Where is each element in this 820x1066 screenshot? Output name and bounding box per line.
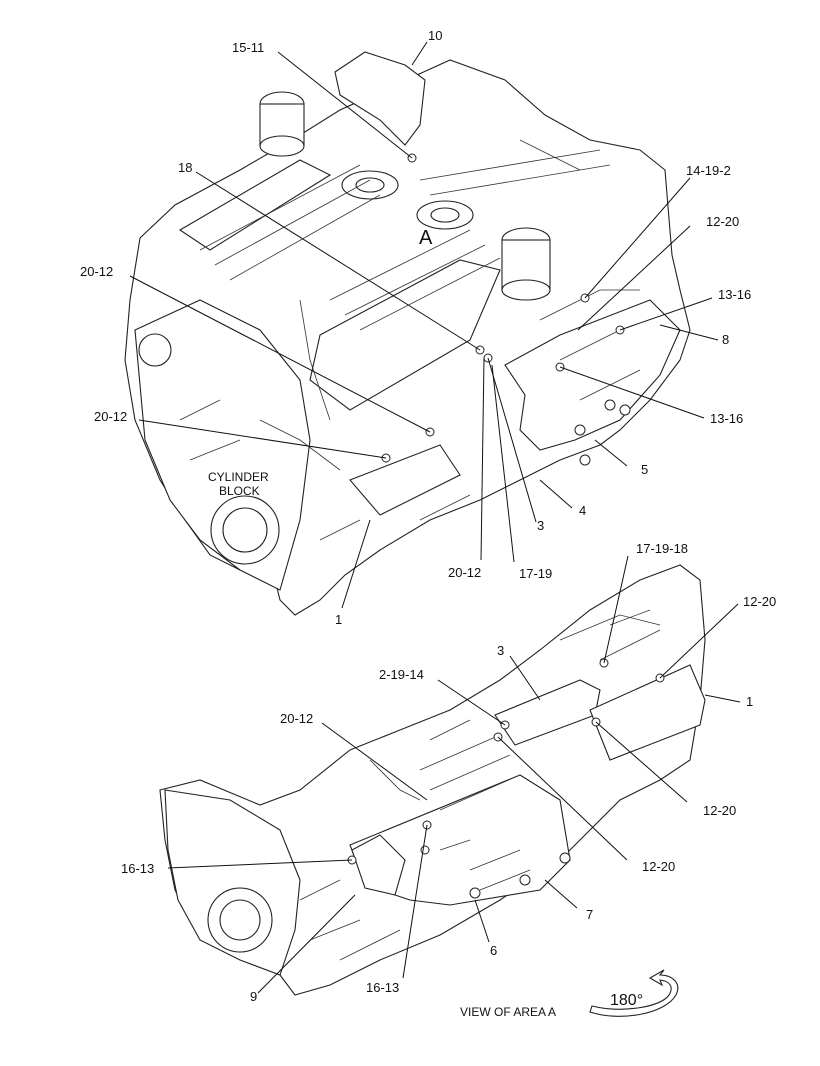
callout-5: 5 <box>641 462 648 477</box>
upper-valve-cover-left <box>178 159 332 251</box>
callout-9: 9 <box>250 989 257 1004</box>
callout-1-upper: 1 <box>335 612 342 627</box>
callout-12-20-top: 12-20 <box>706 214 739 229</box>
callout-16-13-left: 16-13 <box>121 861 154 876</box>
rotation-arrow-icon <box>589 969 679 1017</box>
upper-turbo-base-left <box>259 135 305 157</box>
upper-detail-lines <box>179 139 641 541</box>
upper-valve-cover-right <box>309 259 501 411</box>
callout-3-lower: 3 <box>497 643 504 658</box>
callout-17-19-18: 17-19-18 <box>636 541 688 556</box>
callout-1-lower: 1 <box>746 694 753 709</box>
upper-shield-part-1 <box>349 444 461 516</box>
callout-17-19: 17-19 <box>519 566 552 581</box>
upper-flange-2-bore <box>430 207 460 223</box>
callout-13-16-mid: 13-16 <box>710 411 743 426</box>
callout-7: 7 <box>586 907 593 922</box>
lower-crank-bore-inner <box>219 899 261 941</box>
lower-bolt-holes <box>347 658 665 899</box>
cylinder-block-label-line2: BLOCK <box>219 484 260 498</box>
lower-shield-part-3 <box>494 679 601 746</box>
callout-20-12-bottom: 20-12 <box>448 565 481 580</box>
rotation-180-label: 180° <box>610 992 643 1009</box>
callout-12-20-lower-a: 12-20 <box>703 803 736 818</box>
leader-lines <box>129 41 741 994</box>
upper-pulley <box>138 333 172 367</box>
callout-2-19-14: 2-19-14 <box>379 667 424 682</box>
callout-3-upper: 3 <box>537 518 544 533</box>
upper-heat-shield <box>334 51 426 146</box>
callout-12-20-lower-b: 12-20 <box>642 859 675 874</box>
upper-turbo-base-right <box>501 279 551 301</box>
lower-engine-view <box>159 564 706 996</box>
view-area-indicator: VIEW OF AREA A 180° <box>460 969 679 1019</box>
cylinder-block-label-line1: CYLINDER <box>208 470 269 484</box>
view-of-area-a-label: VIEW OF AREA A <box>460 1005 556 1019</box>
callout-8: 8 <box>722 332 729 347</box>
callout-18: 18 <box>178 160 192 175</box>
callout-12-20-lower-right: 12-20 <box>743 594 776 609</box>
callout-13-16-top: 13-16 <box>718 287 751 302</box>
area-a-marker: A <box>419 227 433 249</box>
lower-shield-part-1 <box>589 664 706 761</box>
callout-20-12-top: 20-12 <box>80 264 113 279</box>
callout-4: 4 <box>579 503 586 518</box>
upper-engine-view: A CYLINDER BLOCK <box>124 51 691 616</box>
callout-16-13-bottom: 16-13 <box>366 980 399 995</box>
upper-crank-bore-inner <box>222 507 268 553</box>
callout-10: 10 <box>428 28 442 43</box>
callout-20-12-lower: 20-12 <box>280 711 313 726</box>
callout-14-19-2: 14-19-2 <box>686 163 731 178</box>
upper-exhaust-manifold <box>504 299 681 451</box>
callout-labels: 15-11 10 18 14-19-2 12-20 20-12 13-16 8 … <box>80 28 776 1004</box>
lower-shield-part-9 <box>351 834 406 896</box>
callout-15-11: 15-11 <box>232 40 264 55</box>
callout-20-12-mid: 20-12 <box>94 409 127 424</box>
upper-flange-1-bore <box>355 177 385 193</box>
callout-6: 6 <box>490 943 497 958</box>
lower-detail-lines <box>299 609 661 961</box>
